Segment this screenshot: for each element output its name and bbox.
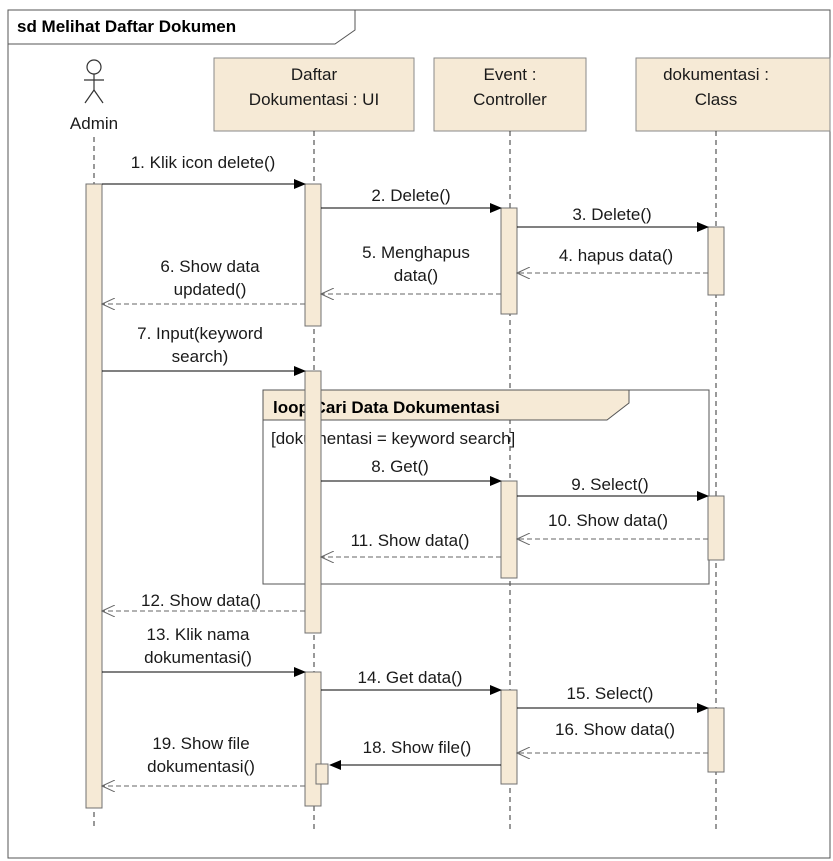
activation-controller-1	[500, 207, 518, 315]
message-16-label: 16. Show data()	[555, 720, 675, 739]
lifeline-class-label-1: dokumentasi :	[663, 65, 769, 84]
message-8-label: 8. Get()	[371, 457, 429, 476]
activation-controller-2	[500, 480, 518, 579]
activation-controller-3	[500, 689, 518, 785]
activation-ui-3	[304, 671, 322, 807]
lifeline-controller-header: Event : Controller	[433, 57, 587, 132]
loop-fragment: loop Cari Data Dokumentasi [dokumentasi …	[262, 389, 710, 585]
message-13-label-2: dokumentasi()	[144, 648, 252, 667]
message-6-label-2: updated()	[174, 280, 247, 299]
message-2-label: 2. Delete()	[371, 186, 450, 205]
lifeline-controller-label-1: Event :	[484, 65, 537, 84]
lifeline-ui-header: Daftar Dokumentasi : UI	[213, 57, 415, 132]
admin-actor: Admin	[70, 59, 118, 133]
message-9-label: 9. Select()	[571, 475, 648, 494]
message-5-label-1: 5. Menghapus	[362, 243, 470, 262]
message-1-label: 1. Klik icon delete()	[131, 153, 276, 172]
frame-title: sd Melihat Daftar Dokumen	[17, 17, 236, 36]
loop-guard: [dokumentasi = keyword search]	[271, 429, 515, 448]
message-4-label: 4. hapus data()	[559, 246, 673, 265]
activation-ui-self	[315, 763, 329, 785]
message-11-label: 11. Show data()	[351, 531, 470, 550]
activation-ui-1	[304, 183, 322, 327]
activation-admin	[85, 183, 103, 809]
loop-title: loop Cari Data Dokumentasi	[273, 398, 500, 417]
message-7-label-2: search)	[172, 347, 229, 366]
activation-class-3	[707, 707, 725, 773]
message-13-label-1: 13. Klik nama	[147, 625, 251, 644]
message-19-label-2: dokumentasi()	[147, 757, 255, 776]
message-12-label: 12. Show data()	[141, 591, 261, 610]
lifeline-ui-label-2: Dokumentasi : UI	[249, 90, 379, 109]
frame-title-tab	[7, 9, 356, 45]
message-10-label: 10. Show data()	[548, 511, 668, 530]
message-5-label-2: data()	[394, 266, 438, 285]
lifeline-controller-label-2: Controller	[473, 90, 547, 109]
message-14-label: 14. Get data()	[358, 668, 463, 687]
message-6-label-1: 6. Show data	[160, 257, 260, 276]
message-18-label: 18. Show file()	[363, 738, 472, 757]
lifeline-class-header: dokumentasi : Class	[635, 57, 831, 132]
message-19-label-1: 19. Show file	[152, 734, 249, 753]
message-7-label-1: 7. Input(keyword	[137, 324, 263, 343]
activation-class-1	[707, 226, 725, 296]
activation-ui-2	[304, 370, 322, 634]
diagram-frame	[7, 9, 831, 859]
actor-label: Admin	[70, 114, 118, 133]
lifeline-class-label-2: Class	[695, 90, 738, 109]
lifeline-ui-label-1: Daftar	[291, 65, 338, 84]
message-15-label: 15. Select()	[567, 684, 654, 703]
activation-class-2	[707, 495, 725, 561]
message-3-label: 3. Delete()	[572, 205, 651, 224]
